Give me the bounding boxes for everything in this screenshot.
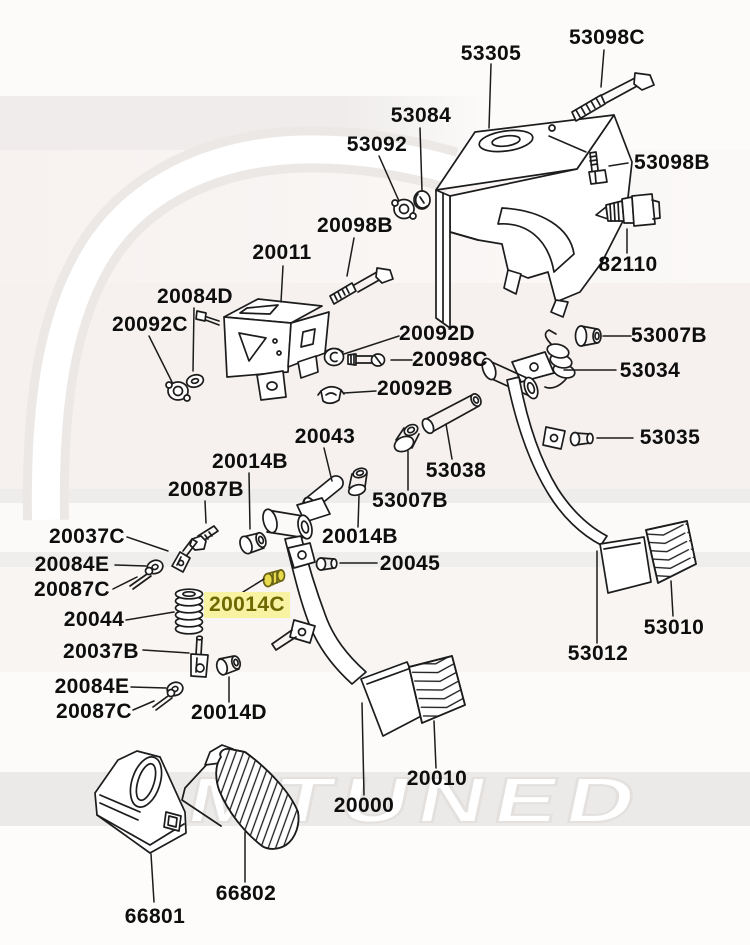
- split-pin-20087c-2: [152, 688, 176, 711]
- part-label-20098c: 20098C: [412, 348, 488, 371]
- part-label-20044: 20044: [63, 608, 125, 631]
- part-label-20045: 20045: [379, 552, 441, 575]
- bushing-53007b-1: [574, 325, 602, 347]
- part-label-53038: 53038: [425, 459, 487, 482]
- pedal-pad-20010: [408, 655, 466, 724]
- part-label-20014b-1: 20014B: [212, 450, 288, 473]
- part-label-20087c-2: 20087C: [56, 700, 132, 723]
- nut-53092: [391, 198, 417, 220]
- washer-20084d: [185, 373, 205, 389]
- part-label-20087b: 20087B: [168, 478, 244, 501]
- bolt-20098c: [347, 353, 386, 367]
- part-label-20084e-2: 20084E: [54, 675, 130, 698]
- part-label-53305: 53305: [460, 42, 522, 65]
- bushing-20014d: [215, 655, 242, 676]
- part-label-20092b: 20092B: [377, 377, 453, 400]
- pedal-pad-66802: [181, 744, 300, 850]
- split-pin-20087c-1: [129, 566, 154, 590]
- part-label-53098b: 53098B: [634, 151, 710, 174]
- part-label-53007b-1: 53007B: [631, 324, 707, 347]
- spring-20044: [174, 588, 204, 635]
- part-label-53092: 53092: [346, 133, 408, 156]
- footrest-66801: [94, 750, 187, 854]
- bushing-20014c-highlighted: [262, 569, 286, 588]
- bushing-20014b-left: [239, 531, 267, 555]
- spacer-53038: [421, 393, 482, 435]
- nut-20092c: [165, 381, 191, 402]
- bolt-53098b: [588, 151, 608, 185]
- part-label-20098b: 20098B: [317, 214, 393, 237]
- part-label-20084d: 20084D: [157, 285, 233, 308]
- part-label-53010: 53010: [643, 616, 705, 639]
- pedal-pad-53010: [645, 520, 697, 584]
- clevis-20037c: [171, 538, 198, 573]
- part-label-53098c: 53098C: [569, 26, 645, 49]
- part-label-20043: 20043: [294, 425, 356, 448]
- part-label-53034: 53034: [619, 359, 681, 382]
- pin-20045: [315, 557, 338, 571]
- pin-53035: [569, 431, 594, 447]
- spring-53034: [544, 329, 576, 389]
- part-label-20014d: 20014D: [191, 701, 267, 724]
- part-label-66801: 66801: [124, 905, 186, 928]
- nut-20092d: [323, 347, 345, 367]
- part-label-20037c: 20037C: [49, 525, 125, 548]
- bracket-53305: [435, 114, 633, 329]
- part-label-20011: 20011: [252, 241, 312, 264]
- switch-82110: [595, 193, 661, 227]
- part-label-20087c-1: 20087C: [34, 578, 110, 601]
- bushing-20014b-right: [347, 467, 368, 497]
- bushing-53007b-2: [393, 423, 420, 453]
- part-label-53007b-2: 53007B: [372, 489, 448, 512]
- part-label-20014b-2: 20014B: [322, 525, 398, 548]
- bolt-53098c: [571, 72, 655, 122]
- bracket-20011: [195, 298, 330, 401]
- bolt-20098b: [329, 267, 394, 305]
- part-label-53012: 53012: [567, 642, 629, 665]
- part-label-20037b: 20037B: [63, 640, 139, 663]
- part-label-20014c-highlighted: 20014C: [204, 592, 290, 618]
- part-label-20010: 20010: [406, 767, 468, 790]
- rod-20037b: [190, 635, 209, 678]
- part-label-82110: 82110: [598, 253, 658, 276]
- watermark-ring: [31, 135, 456, 521]
- part-label-53084: 53084: [390, 104, 452, 127]
- part-label-20084e-1: 20084E: [34, 553, 110, 576]
- part-label-20000: 20000: [333, 794, 395, 817]
- part-label-66802: 66802: [215, 882, 277, 905]
- clip-53084: [413, 190, 431, 210]
- part-label-20092c: 20092C: [112, 313, 188, 336]
- part-label-20092d: 20092D: [399, 322, 475, 345]
- leader-lines: [112, 49, 674, 903]
- brake-pedal-53012: [481, 351, 652, 594]
- clip-nut-20092b: [317, 385, 345, 405]
- part-label-53035: 53035: [639, 426, 701, 449]
